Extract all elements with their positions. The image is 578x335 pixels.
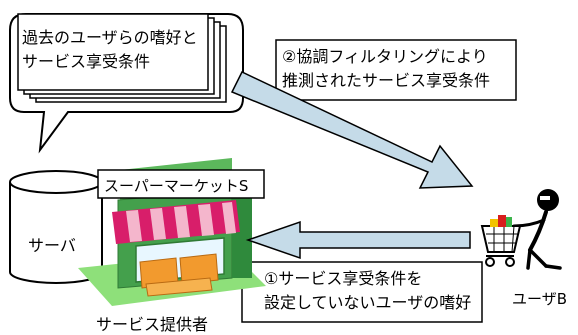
condition-line2: 設定していないユーザの嗜好 bbox=[264, 293, 472, 312]
condition-box bbox=[241, 261, 483, 323]
collab-line2: 推測されたサービス享受条件 bbox=[282, 71, 491, 90]
bubble-text: 過去のユーザらの嗜好と サービス享受条件 bbox=[22, 26, 198, 74]
bubble-line1: 過去のユーザらの嗜好と bbox=[22, 28, 198, 47]
condition-line1: ①サービス享受条件を bbox=[264, 269, 423, 288]
user-label: ユーザB bbox=[512, 290, 567, 308]
server-cylinder-icon bbox=[9, 170, 103, 284]
document-stack bbox=[17, 13, 227, 103]
collab-arrow bbox=[230, 71, 474, 189]
provider-label: サービス提供者 bbox=[96, 315, 209, 334]
server-label: サーバ bbox=[28, 236, 76, 255]
bubble-line2: サービス享受条件 bbox=[22, 52, 151, 71]
collab-text: ②協調フィルタリングにより 推測されたサービス享受条件 bbox=[282, 45, 490, 93]
condition-text: ①サービス享受条件を 設定していないユーザの嗜好 bbox=[264, 267, 471, 315]
preference-arrow bbox=[245, 220, 471, 260]
collab-box bbox=[275, 39, 517, 101]
collab-line1: ②協調フィルタリングにより bbox=[282, 47, 488, 66]
user-with-cart-icon bbox=[480, 189, 562, 270]
store-sign-box bbox=[97, 169, 265, 199]
store-sign: スーパーマーケットS bbox=[104, 177, 249, 195]
